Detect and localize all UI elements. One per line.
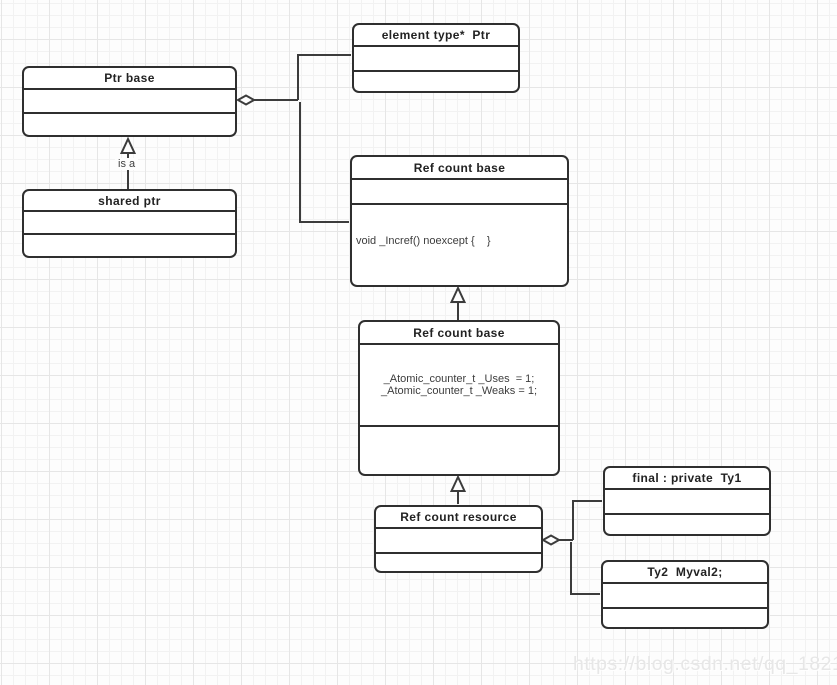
fields-section [354, 45, 518, 70]
class-node-final-private-ty1: final : private Ty1 [603, 466, 771, 536]
class-title: Ptr base [104, 71, 155, 85]
method-line: void _Incref() noexcept { } [356, 235, 491, 247]
aggregation-diamond-rcr [540, 534, 562, 546]
class-node-ptr-base: Ptr base element_type* _Ptr{nullptr}; Re… [22, 66, 237, 137]
class-title: Ref count base [413, 325, 505, 340]
class-node-ty2-myval2: Ty2 Myval2; [601, 560, 769, 629]
class-node-ref-count-base-1: Ref count base _Atomic_counter_t _Uses =… [350, 155, 569, 287]
csdn-watermark: https://blog.csdn.net/qq_18218335 [573, 653, 837, 675]
methods-section [360, 425, 558, 472]
methods-section [354, 70, 518, 90]
class-title: shared ptr [98, 193, 161, 208]
class-node-shared-ptr: shared ptr element_type* _Ptr{nullptr}; … [22, 189, 237, 258]
field-line: _Atomic_counter_t _Uses = 1; [383, 372, 535, 385]
method-line: void _Incwref() noexcept { } [352, 278, 567, 284]
methods-section [24, 233, 235, 255]
fields-section: _Atomic_counter_t _Uses = 1; _Atomic_cou… [360, 343, 558, 425]
class-title: Ref count base [413, 160, 506, 175]
class-node-element-type-ptr: element type* Ptr [352, 23, 520, 93]
class-title: element type* Ptr [381, 28, 491, 42]
methods-section [603, 607, 767, 626]
fields-section [605, 488, 769, 513]
class-node-ref-count-resource: Ref count resource _Compressed_pair< _Dx… [374, 505, 543, 573]
generalization-arrow-rcb2 [449, 474, 467, 492]
methods-section: void _Incref() noexcept { } void _Incwre… [352, 203, 567, 283]
class-title: Ref count resource [400, 510, 517, 524]
methods-section [376, 552, 541, 570]
methods-section [24, 112, 235, 134]
class-node-ref-count-base-2: Ref count base _Atomic_counter_t _Uses =… [358, 320, 560, 476]
edge-rcr-branch [559, 500, 602, 595]
fields-section: _Compressed_pair< _Dx, _Resource> _Mypai… [376, 527, 541, 552]
fields-section: _Atomic_counter_t _Uses = 1; _Atomic_cou… [352, 178, 567, 203]
generalization-arrow-rcb1 [449, 285, 467, 303]
edge-ptrbase-branch [254, 54, 351, 223]
aggregation-diamond-ptrbase [235, 94, 257, 106]
fields-section: element_type* _Ptr{nullptr}; Ref count b… [24, 88, 235, 112]
methods-section [605, 513, 769, 533]
generalization-arrow-ptrbase [119, 136, 137, 154]
fields-section [603, 582, 767, 607]
edge-label-is-a: is a [115, 158, 139, 170]
class-title: final : private Ty1 [632, 471, 742, 485]
fields-section: element_type* _Ptr{nullptr}; Ref count b… [24, 210, 235, 233]
field-line: _Atomic_counter_t _Weaks = 1; [380, 385, 538, 397]
class-title: Ty2 Myval2; [647, 565, 723, 579]
